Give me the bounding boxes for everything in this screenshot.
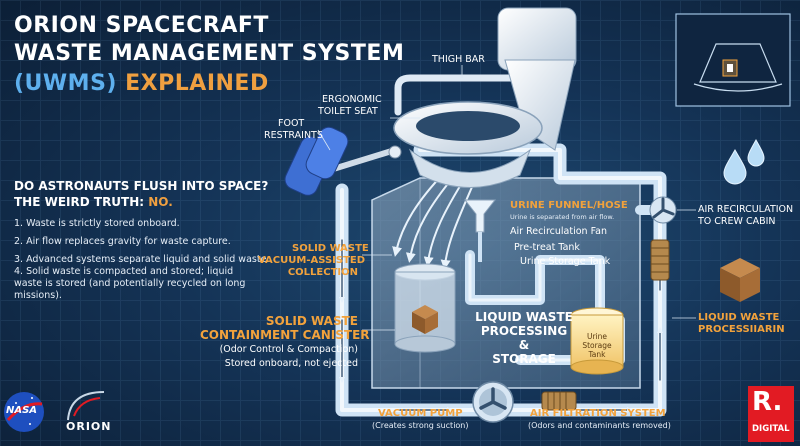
urine-storage-tank — [570, 307, 624, 375]
orion-logo — [67, 391, 105, 421]
label-ergonomic-1: ERGONOMIC — [322, 94, 382, 105]
title-line-3: (UWMS) EXPLAINED — [14, 70, 269, 98]
thigh-bar — [394, 74, 524, 116]
label-liquid-waste-1: LIQUID WASTE — [698, 312, 780, 323]
title-line-2: WASTE MANAGEMENT SYSTEM — [14, 41, 405, 66]
label-solid-vac-2: VACUUM-ASSISTED — [258, 255, 366, 266]
nasa-logo — [4, 392, 44, 432]
label-solid-vac-1: SOLID WASTE — [292, 243, 369, 254]
label-vacuum-pump: VACUUM PUMP — [378, 408, 463, 419]
weird-truth-label: THE WEIRD TRUTH: — [14, 195, 145, 209]
solid-waste-canister — [394, 263, 456, 353]
label-pretreat-tank: Pre-treat Tank — [514, 242, 580, 253]
label-solid-vac-3: COLLECTION — [287, 267, 358, 278]
label-liquid-processing-2: PROCESSING & — [480, 324, 568, 352]
label-liquid-waste-2: PROCESSIIARIN — [698, 324, 785, 335]
label-liquid-processing-1: LIQUID WASTE — [475, 310, 573, 324]
label-urine-funnel: URINE FUNNEL/HOSE — [510, 200, 628, 211]
point-3: 3. Advanced systems separate liquid and … — [14, 254, 270, 265]
air-filter-cartridge — [541, 391, 577, 411]
orion-logo-text: ORION — [66, 420, 112, 433]
answer-no: NO. — [148, 195, 173, 209]
leader-lines — [317, 65, 696, 331]
point-4: 4. Solid waste is compacted and stored; … — [14, 266, 246, 301]
label-foot-1: FOOT — [278, 118, 305, 129]
label-ergonomic-2: TOILET SEAT — [318, 106, 378, 117]
question-line-1: DO ASTRONAUTS FLUSH INTO SPACE? — [14, 179, 269, 193]
capsule-inset — [675, 13, 791, 107]
label-air-recirc-1: AIR RECIRCULATION — [698, 204, 794, 215]
water-drops-icon — [723, 138, 765, 185]
toilet — [393, 7, 577, 188]
title-explained: EXPLAINED — [125, 71, 269, 96]
fan-icon — [649, 196, 677, 224]
label-urine-storage-tank: Urine Storage Tank — [520, 256, 611, 267]
label-air-recirc-fan: Air Recirculation Fan — [510, 226, 607, 237]
capsule-icon — [693, 43, 783, 92]
label-air-filtration: AIR FILTRATION SYSTEM — [530, 408, 666, 419]
point-2: 2. Air flow replaces gravity for waste c… — [14, 236, 231, 247]
title-uwms: (UWMS) — [14, 71, 117, 96]
label-liquid-processing-3: STORAGE — [492, 352, 556, 366]
nasa-logo-text: NASA — [6, 405, 38, 416]
point-1: 1. Waste is strictly stored onboard. — [14, 218, 180, 229]
label-foot-2: RESTRAINTS — [264, 130, 323, 141]
box-icon — [720, 258, 760, 302]
vacuum-pump-fan-icon — [472, 381, 514, 423]
funnel-icon — [463, 199, 497, 262]
label-air-recirc-2: TO CREW CABIN — [698, 216, 776, 227]
republic-logo-r: R. — [752, 387, 783, 417]
label-tank-3: Tank — [588, 350, 606, 359]
liquid-filter-cartridge — [650, 239, 670, 281]
title-line-1: ORION SPACECRAFT — [14, 13, 269, 38]
label-urine-funnel-note: Urine is separated from air flow. — [510, 213, 615, 221]
republic-logo-bg — [748, 386, 794, 442]
label-thigh-bar: THIGH BAR — [432, 54, 485, 65]
label-vacuum-pump-note: (Creates strong suction) — [372, 421, 469, 430]
label-canister-2: CONTAINMENT CANISTER — [200, 328, 370, 342]
waste-box-icon — [412, 305, 438, 334]
label-tank-1: Urine — [586, 332, 608, 341]
label-canister-note-2: Stored onboard, not ejected — [224, 358, 358, 369]
foot-restraints — [284, 126, 402, 196]
label-canister-note: (Odor Control & Compaction) — [219, 344, 358, 355]
label-tank-2: Storage — [582, 341, 612, 350]
label-air-filtration-note: (Odors and contaminants removed) — [528, 421, 671, 430]
republic-logo-digital: DIGITAL — [752, 424, 790, 434]
label-tank: Urine Storage Tank — [573, 332, 621, 359]
label-canister-1: SOLID WASTE — [265, 314, 358, 328]
question-line-2: THE WEIRD TRUTH: NO. — [14, 194, 173, 210]
label-liquid-processing: LIQUID WASTE PROCESSING & STORAGE — [474, 310, 574, 366]
